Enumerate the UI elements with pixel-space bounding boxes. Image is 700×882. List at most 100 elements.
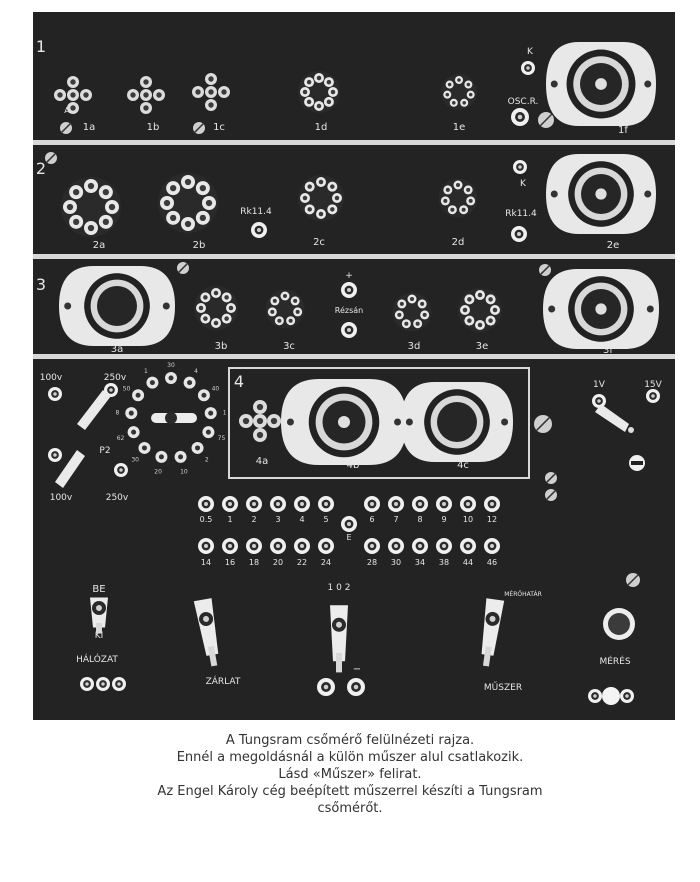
socket-4a[interactable] xyxy=(239,400,281,442)
jack-meter-right[interactable] xyxy=(347,678,365,696)
jack-100v-bottom[interactable] xyxy=(48,448,62,462)
caption-line-1: A Tungsram csőmérő felülnézeti rajza. xyxy=(225,733,475,748)
label-merohatar: MÉRŐHATÁR xyxy=(504,590,541,598)
terminal-top-11[interactable] xyxy=(484,496,500,512)
socket-1d[interactable] xyxy=(298,71,340,113)
jack-meter-left[interactable] xyxy=(317,678,335,696)
socket-1c[interactable] xyxy=(192,73,230,111)
label-3a: 3a xyxy=(111,344,124,355)
socket-3e[interactable] xyxy=(458,288,502,332)
jack-osc-r[interactable] xyxy=(511,108,529,126)
terminal-bottom-8[interactable] xyxy=(412,538,428,554)
screw-meres xyxy=(626,573,640,587)
separator-3 xyxy=(33,354,675,359)
terminal-top-2[interactable] xyxy=(246,496,262,512)
terminal-top-4[interactable] xyxy=(294,496,310,512)
terminal-top-label: 0.5 xyxy=(200,515,213,524)
socket-1b[interactable] xyxy=(127,76,165,114)
jack-halozat-3[interactable] xyxy=(112,677,126,691)
jack-meres-3[interactable] xyxy=(620,689,634,703)
terminal-top-3[interactable] xyxy=(270,496,286,512)
socket-1e[interactable] xyxy=(441,74,477,110)
terminal-bottom-label: 34 xyxy=(415,558,425,567)
ring-label: 4 xyxy=(194,368,198,375)
terminal-top-label: 8 xyxy=(417,515,422,524)
socket-2e[interactable] xyxy=(546,154,656,234)
socket-2d[interactable] xyxy=(438,178,478,218)
v-selector-lever[interactable] xyxy=(595,404,629,432)
socket-4b[interactable] xyxy=(281,379,407,465)
terminal-top-8[interactable] xyxy=(412,496,428,512)
zarlat-switch[interactable] xyxy=(193,598,223,667)
terminal-bottom-label: 38 xyxy=(439,558,449,567)
ring-label: 40 xyxy=(212,385,220,392)
socket-3d[interactable] xyxy=(392,292,432,332)
jack-k-1[interactable] xyxy=(521,61,535,75)
label-1f: 1f xyxy=(618,125,628,136)
jack-15v[interactable] xyxy=(646,389,660,403)
socket-2c[interactable] xyxy=(298,175,344,221)
terminal-bottom-6[interactable] xyxy=(364,538,380,554)
terminal-top-5[interactable] xyxy=(318,496,334,512)
terminal-top-10[interactable] xyxy=(460,496,476,512)
jack-halozat-1[interactable] xyxy=(80,677,94,691)
terminal-top-1[interactable] xyxy=(222,496,238,512)
label-2e: 2e xyxy=(607,240,620,251)
v-selector-pin xyxy=(628,427,634,433)
socket-2b[interactable] xyxy=(158,173,218,233)
jack-k-2[interactable] xyxy=(513,160,527,174)
row-4-number: 4 xyxy=(234,372,244,391)
label-3f: 3f xyxy=(603,345,613,356)
socket-3b[interactable] xyxy=(194,286,238,330)
muszer-switch[interactable] xyxy=(477,598,505,667)
terminal-bottom-0[interactable] xyxy=(198,538,214,554)
label-k-2: K xyxy=(520,179,527,189)
jack-rezsan-bottom[interactable] xyxy=(341,322,357,338)
terminal-top-7[interactable] xyxy=(388,496,404,512)
label-meres: MÉRÉS xyxy=(599,655,630,667)
terminal-top-6[interactable] xyxy=(364,496,380,512)
terminal-bottom-7[interactable] xyxy=(388,538,404,554)
mero-switch[interactable] xyxy=(330,605,348,673)
jack-rk-right[interactable] xyxy=(511,226,527,242)
selector-lever-bottom[interactable] xyxy=(55,450,85,488)
terminal-top-0[interactable] xyxy=(198,496,214,512)
terminal-bottom-2[interactable] xyxy=(246,538,262,554)
power-switch[interactable] xyxy=(90,597,108,634)
jack-rezsan-top[interactable] xyxy=(341,282,357,298)
label-ki: KI xyxy=(95,631,104,641)
label-1c: 1c xyxy=(213,122,225,133)
jack-250v-bottom[interactable] xyxy=(114,463,128,477)
terminal-bottom-11[interactable] xyxy=(484,538,500,554)
selector-lever-top[interactable] xyxy=(77,390,111,430)
terminal-bottom-5[interactable] xyxy=(318,538,334,554)
socket-3f[interactable] xyxy=(543,269,659,349)
label-102: 1 0 2 xyxy=(328,583,351,593)
jack-halozat-2[interactable] xyxy=(96,677,110,691)
label-250v-bottom: 250v xyxy=(106,493,129,503)
screw-osc-r xyxy=(538,112,554,128)
terminal-bottom-3[interactable] xyxy=(270,538,286,554)
label-1d: 1d xyxy=(315,122,328,133)
jack-rk-left[interactable] xyxy=(251,222,267,238)
jack-1v[interactable] xyxy=(592,394,606,408)
jack-100v-top[interactable] xyxy=(48,387,62,401)
socket-1a[interactable] xyxy=(54,76,92,114)
jack-meres-1[interactable] xyxy=(588,689,602,703)
separator-2 xyxy=(33,254,675,259)
terminal-bottom-4[interactable] xyxy=(294,538,310,554)
section-4-frame xyxy=(228,367,530,479)
terminal-bottom-9[interactable] xyxy=(436,538,452,554)
socket-2a[interactable] xyxy=(61,177,121,237)
socket-1f[interactable] xyxy=(546,42,656,126)
terminal-top-9[interactable] xyxy=(436,496,452,512)
terminal-bottom-1[interactable] xyxy=(222,538,238,554)
ring-label: 30 xyxy=(167,362,175,369)
terminal-bottom-10[interactable] xyxy=(460,538,476,554)
socket-3a[interactable] xyxy=(59,266,175,346)
terminal-e[interactable] xyxy=(341,516,357,532)
socket-4c[interactable] xyxy=(401,382,513,462)
label-100v-top: 100v xyxy=(40,373,63,383)
socket-3c[interactable] xyxy=(265,289,305,329)
